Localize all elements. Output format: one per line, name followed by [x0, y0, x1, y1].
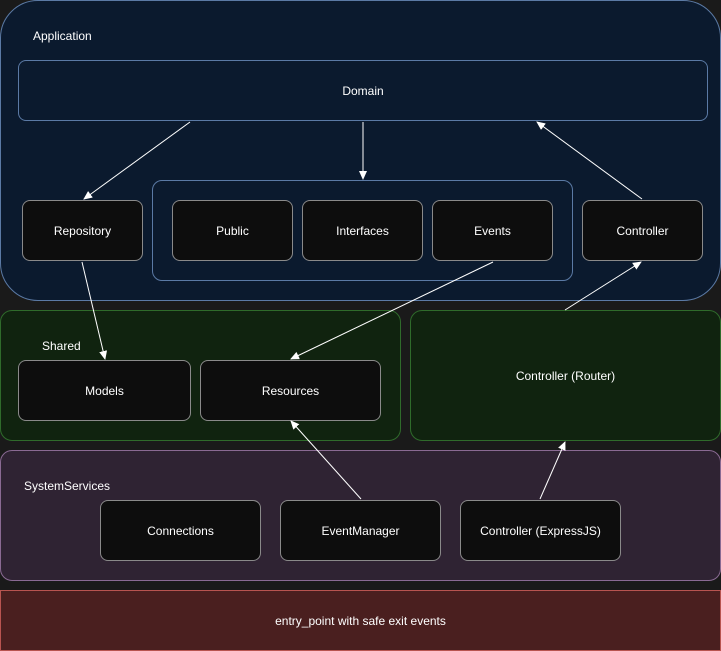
- controller-router-region[interactable]: Controller (Router): [410, 310, 721, 441]
- system-services-label: SystemServices: [24, 479, 111, 493]
- resources-box[interactable]: Resources: [200, 360, 381, 421]
- controller-expressjs-box[interactable]: Controller (ExpressJS): [460, 500, 621, 561]
- domain-box[interactable]: Domain: [18, 60, 708, 121]
- repository-box[interactable]: Repository: [22, 200, 143, 261]
- application-label: Application: [33, 29, 92, 43]
- public-box[interactable]: Public: [172, 200, 293, 261]
- connections-box[interactable]: Connections: [100, 500, 261, 561]
- interfaces-box[interactable]: Interfaces: [302, 200, 423, 261]
- entry-point-region[interactable]: entry_point with safe exit events: [0, 590, 721, 651]
- models-box[interactable]: Models: [18, 360, 191, 421]
- shared-label: Shared: [42, 339, 81, 353]
- event-manager-box[interactable]: EventManager: [280, 500, 441, 561]
- controller-box[interactable]: Controller: [582, 200, 703, 261]
- events-box[interactable]: Events: [432, 200, 553, 261]
